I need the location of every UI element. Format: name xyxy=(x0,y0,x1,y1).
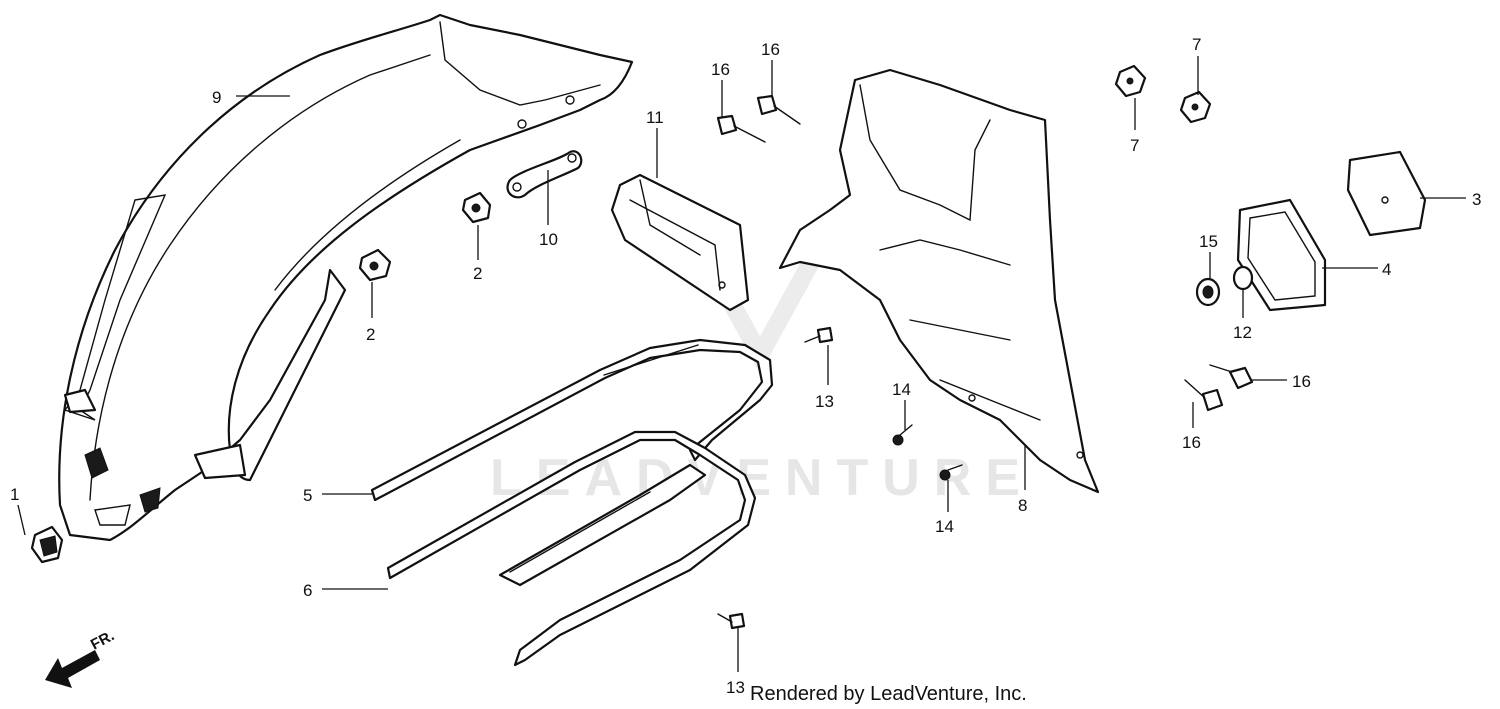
part-10-bracket[interactable] xyxy=(506,150,583,199)
callout-11: 11 xyxy=(646,108,664,127)
part-13-screw-upper[interactable] xyxy=(804,326,834,344)
callout-13-upper: 13 xyxy=(815,392,834,411)
part-12-washer[interactable] xyxy=(1232,265,1254,291)
part-16-bolt-d[interactable] xyxy=(1184,379,1224,412)
front-direction-label: FR. xyxy=(88,627,117,653)
leader-lines xyxy=(17,56,1466,672)
callout-2-lower: 2 xyxy=(366,325,375,344)
part-16-bolt-b[interactable] xyxy=(756,94,801,125)
callout-15: 15 xyxy=(1199,232,1218,251)
part-3-pad[interactable] xyxy=(1346,150,1427,237)
part-15-grommet[interactable] xyxy=(1195,277,1221,307)
callout-7-left: 7 xyxy=(1130,136,1139,155)
callout-14-upper: 14 xyxy=(892,380,911,399)
part-1-clip[interactable] xyxy=(30,525,64,564)
part-16-bolt-c[interactable] xyxy=(1209,364,1254,390)
front-direction-arrow: FR. xyxy=(45,627,117,688)
part-11-license-bracket[interactable] xyxy=(610,173,750,312)
watermark-text: LEADVENTURE xyxy=(490,449,1034,507)
render-credit: Rendered by LeadVenture, Inc. xyxy=(750,683,1027,705)
part-6-trim-strip[interactable] xyxy=(386,430,757,667)
part-14-screw-lower[interactable] xyxy=(939,464,963,481)
callout-10: 10 xyxy=(539,230,558,249)
callout-5: 5 xyxy=(303,486,312,505)
part-16-bolt-a[interactable] xyxy=(716,114,766,143)
part-7-nut-left[interactable] xyxy=(1114,64,1147,98)
callout-16-d: 16 xyxy=(1182,433,1201,452)
part-14-screw-upper[interactable] xyxy=(892,424,913,446)
callout-9: 9 xyxy=(212,88,221,107)
part-9-rear-fender[interactable] xyxy=(58,13,634,542)
callout-2-upper: 2 xyxy=(473,264,482,283)
part-5-trim-strip[interactable] xyxy=(370,338,774,502)
part-4-frame[interactable] xyxy=(1236,198,1327,312)
callout-1: 1 xyxy=(10,485,19,504)
part-2-nut-upper[interactable] xyxy=(461,191,492,224)
part-13-screw-lower[interactable] xyxy=(717,612,746,630)
callout-13-lower: 13 xyxy=(726,678,745,697)
callout-12: 12 xyxy=(1233,323,1252,342)
callout-14-lower: 14 xyxy=(935,517,954,536)
callout-3: 3 xyxy=(1472,190,1481,209)
part-2-nut-lower[interactable] xyxy=(358,248,392,282)
callout-7-right: 7 xyxy=(1192,35,1201,54)
callout-4: 4 xyxy=(1382,260,1391,279)
callout-16-b: 16 xyxy=(761,40,780,59)
callout-16-a: 16 xyxy=(711,60,730,79)
part-7-nut-right[interactable] xyxy=(1179,90,1212,124)
callouts: 1 9 2 2 10 11 16 16 13 14 14 8 7 7 3 4 1… xyxy=(10,35,1481,697)
part-8-rear-cover[interactable] xyxy=(778,68,1100,494)
callout-16-c: 16 xyxy=(1292,372,1311,391)
callout-6: 6 xyxy=(303,581,312,600)
callout-8: 8 xyxy=(1018,496,1027,515)
